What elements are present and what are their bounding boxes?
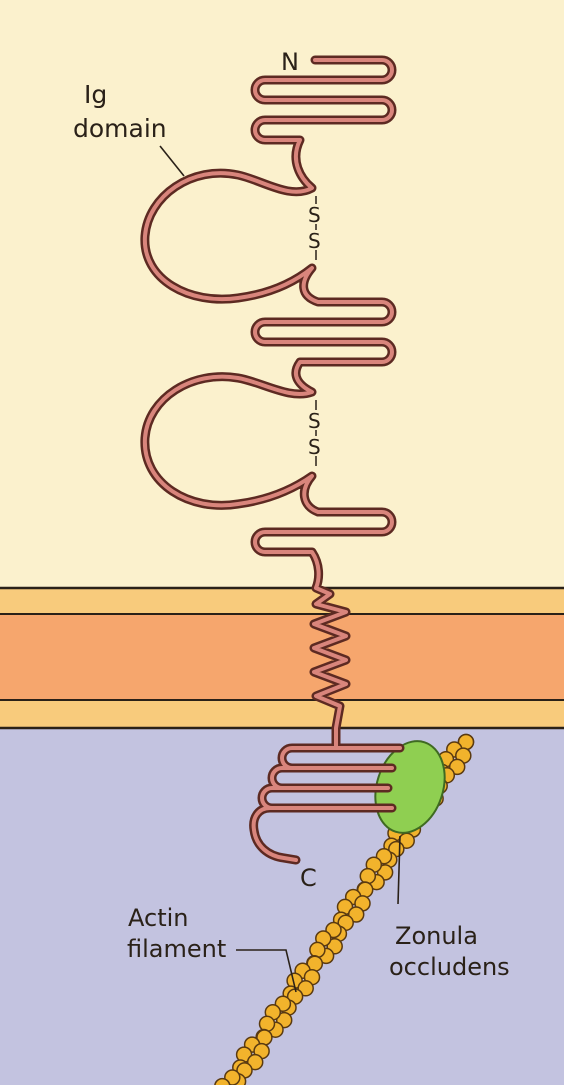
ig-domain-label-line1: Ig — [84, 80, 107, 109]
n-terminus-label: N — [281, 48, 299, 76]
disulfide-s-1b: S — [308, 229, 321, 253]
c-terminus-label: C — [300, 864, 317, 892]
membrane-outer-leaflet — [0, 588, 564, 614]
zonula-label-line2: occludens — [389, 953, 510, 981]
actin-monomer — [310, 942, 325, 957]
membrane-core — [0, 614, 564, 700]
zonula-label-line1: Zonula — [395, 922, 478, 950]
actin-label-line1: Actin — [128, 904, 188, 932]
disulfide-s-2a: S — [308, 409, 321, 433]
actin-label-line2: filament — [127, 935, 226, 963]
disulfide-s-1a: S — [308, 203, 321, 227]
ig-domain-label-line2: domain — [73, 114, 167, 143]
disulfide-s-2b: S — [308, 435, 321, 459]
cell-membrane — [0, 588, 564, 728]
membrane-inner-leaflet — [0, 700, 564, 728]
actin-monomer — [360, 869, 375, 884]
